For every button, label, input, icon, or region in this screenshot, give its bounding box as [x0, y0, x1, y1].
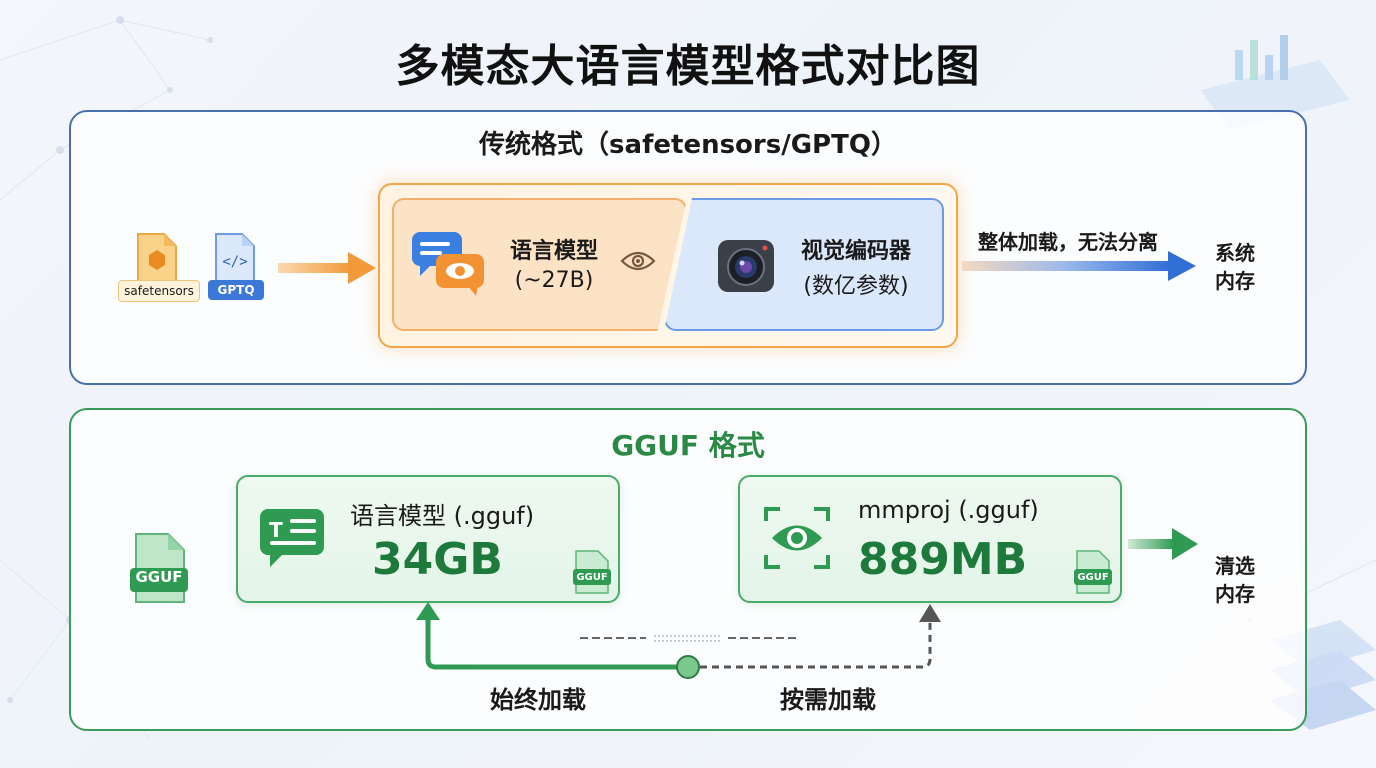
language-model-size: (~27B) — [494, 268, 614, 293]
gguf-format-heading: GGUF 格式 — [71, 424, 1305, 464]
clean-memory-label: 清选 内存 — [1206, 552, 1264, 608]
always-load-label: 始终加载 — [490, 680, 586, 715]
small-gguf-tag-lm: GGUF — [572, 572, 612, 583]
clean-memory-line-1: 清选 — [1206, 552, 1264, 580]
svg-text:T: T — [269, 518, 283, 542]
memory-arrow — [1128, 526, 1200, 562]
system-memory-line-1: 系统 — [1206, 239, 1264, 267]
gguf-file-label: GGUF — [130, 568, 188, 586]
gptq-file: </> GPTQ — [208, 232, 264, 304]
code-file-icon: </> — [212, 232, 258, 284]
small-gguf-tag-mmproj: GGUF — [1073, 572, 1113, 583]
traditional-format-heading: 传统格式（safetensors/GPTQ） — [71, 124, 1305, 161]
page-title: 多模态大语言模型格式对比图 — [0, 30, 1376, 94]
chat-bubble-icon — [410, 230, 488, 298]
clean-memory-line-2: 内存 — [1206, 580, 1264, 608]
input-arrow — [278, 250, 378, 286]
safetensors-label: safetensors — [118, 280, 200, 302]
vision-encoder-size: (数亿参数) — [788, 268, 924, 300]
file-icon — [134, 232, 180, 284]
gguf-mmproj-size: 889MB — [858, 534, 1027, 585]
vision-scan-eye-icon — [764, 505, 830, 571]
camera-icon — [716, 236, 776, 294]
safetensors-file: safetensors — [118, 232, 200, 304]
eye-icon — [620, 248, 656, 274]
loading-connectors — [410, 600, 970, 690]
whole-load-arrow — [962, 249, 1198, 283]
svg-text:</>: </> — [222, 254, 247, 270]
gguf-language-model-size: 34GB — [372, 534, 503, 585]
text-document-icon: T — [258, 507, 328, 571]
vision-encoder-label: 视觉编码器 — [788, 233, 924, 265]
gptq-label: GPTQ — [208, 280, 264, 300]
gguf-language-model-label: 语言模型 (.gguf) — [350, 496, 534, 531]
gguf-mmproj-label: mmproj (.gguf) — [858, 496, 1039, 524]
system-memory-label: 系统 内存 — [1206, 239, 1264, 295]
system-memory-line-2: 内存 — [1206, 267, 1264, 295]
language-model-label: 语言模型 — [494, 233, 614, 265]
on-demand-load-label: 按需加载 — [780, 680, 876, 715]
